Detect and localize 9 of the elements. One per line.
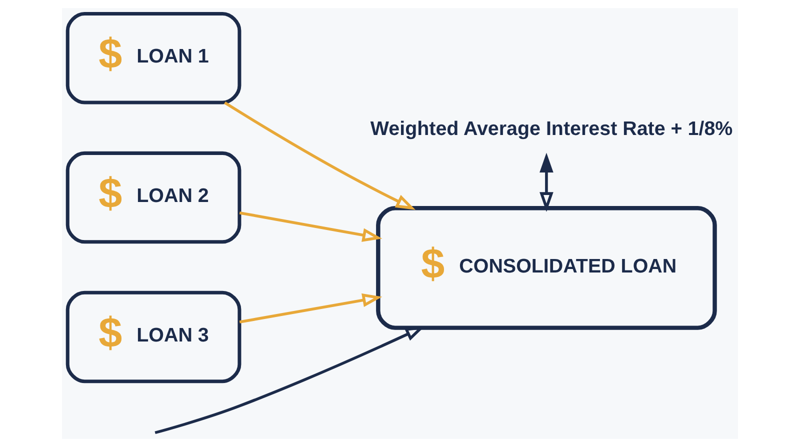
- arrow: [239, 211, 382, 242]
- arrow: [540, 152, 554, 212]
- node-box: $ LOAN 1: [66, 12, 242, 104]
- arrow: [224, 102, 416, 210]
- arrow: [239, 293, 382, 324]
- node-text: Weighted Average Interest Rate + 1/8%: [370, 118, 733, 140]
- node-box: $ LOAN 3: [66, 290, 242, 384]
- node-box: $ CONSOLIDATED LOAN: [376, 206, 717, 330]
- node-box: $ LOAN 2: [66, 151, 242, 244]
